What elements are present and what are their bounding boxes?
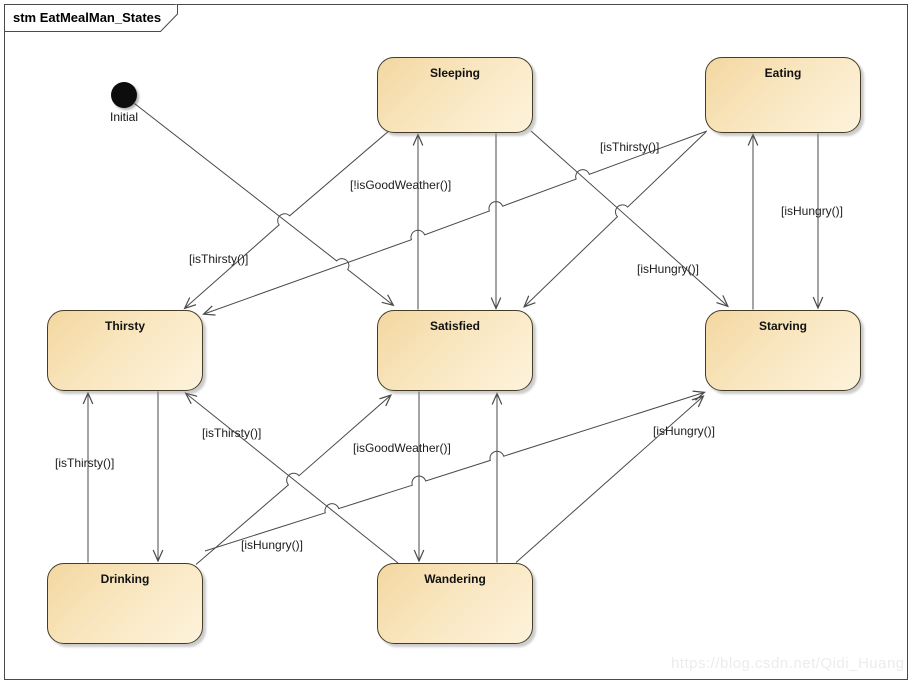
transition-wandering-to-thirsty <box>184 392 399 564</box>
guard-wandering-to-thirsty: [isThirsty()] <box>202 426 262 440</box>
guard-satisfied-to-wandering: [isGoodWeather()] <box>353 441 451 455</box>
state-thirsty: Thirsty <box>47 310 203 391</box>
initial-state-dot <box>111 82 137 108</box>
guard-drinking-to-thirsty: [isThirsty()] <box>55 456 115 470</box>
state-starving: Starving <box>705 310 861 391</box>
state-sleeping: Sleeping <box>377 57 533 133</box>
guard-eating-to-starving: [isHungry()] <box>781 204 844 218</box>
watermark-text: https://blog.csdn.net/Qidi_Huang <box>671 655 905 672</box>
state-wandering: Wandering <box>377 563 533 644</box>
guard-sleeping-to-thirsty: [isThirsty()] <box>189 252 249 266</box>
title-tab-outline <box>4 4 178 32</box>
transition-wandering-to-starving <box>515 395 705 563</box>
state-satisfied: Satisfied <box>377 310 533 391</box>
transition-drinking-to-starving <box>204 390 706 552</box>
guard-satisfied-to-sleeping: [!isGoodWeather()] <box>350 178 452 192</box>
transition-initial-to-satisfied <box>134 103 395 307</box>
guard-eating-to-thirsty: [isThirsty()] <box>600 140 660 154</box>
transition-eating-to-thirsty <box>202 130 708 316</box>
diagram-frame <box>4 4 908 680</box>
diagram-title: stm EatMealMan_States <box>13 10 162 25</box>
state-eating: Eating <box>705 57 861 133</box>
transition-sleeping-to-starving <box>530 130 729 308</box>
transition-sleeping-to-thirsty <box>183 129 391 310</box>
guard-sleeping-to-starving: [isHungry()] <box>637 262 700 276</box>
guard-drinking-to-starving: [isHungry()] <box>241 538 304 552</box>
initial-state-label: Initial <box>109 110 138 124</box>
state-drinking: Drinking <box>47 563 203 644</box>
guard-wandering-to-starving: [isHungry()] <box>653 424 716 438</box>
transition-drinking-to-satisfied <box>195 394 393 565</box>
transition-eating-to-satisfied <box>523 131 707 308</box>
